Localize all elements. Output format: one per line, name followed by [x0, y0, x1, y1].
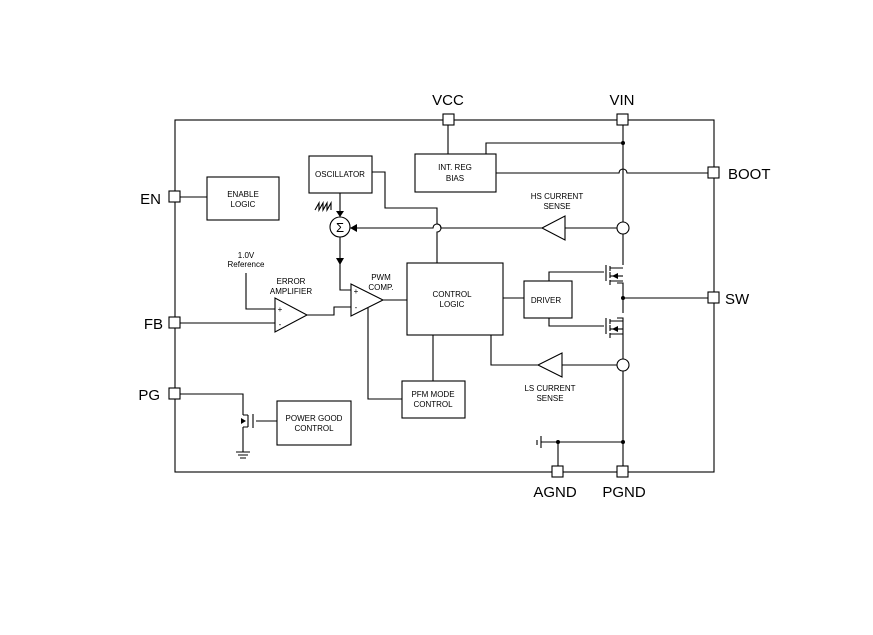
svg-text:INT. REG: INT. REG [438, 163, 472, 172]
reference-label: Reference [228, 260, 265, 269]
svg-text:CONTROL: CONTROL [432, 290, 472, 299]
svg-text:Σ: Σ [336, 220, 344, 235]
svg-text:CONTROL: CONTROL [413, 400, 453, 409]
pin-label-pgnd: PGND [602, 484, 646, 501]
pin-label-sw: SW [725, 291, 750, 308]
svg-text:DRIVER: DRIVER [531, 296, 561, 305]
hs-sense-label: HS CURRENT [531, 192, 584, 201]
reference-label: 1.0V [238, 251, 255, 260]
pfm-mode-control-block: PFM MODE CONTROL [401, 380, 466, 419]
enable-logic-block: ENABLE LOGIC [206, 176, 280, 221]
power-good-control-block: POWER GOOD CONTROL [276, 400, 352, 446]
hs-mosfet [605, 265, 623, 285]
svg-text:+: + [278, 305, 283, 314]
arrowheads [241, 141, 625, 444]
pin-boot [707, 166, 720, 179]
svg-text:-: - [355, 303, 358, 312]
pin-vin [616, 113, 629, 126]
oscillator-block: OSCILLATOR [308, 155, 373, 194]
pin-label-en: EN [140, 191, 161, 208]
svg-text:CONTROL: CONTROL [294, 424, 334, 433]
pin-label-vin: VIN [609, 92, 634, 109]
pin-label-pg: PG [138, 387, 160, 404]
svg-text:LOGIC: LOGIC [231, 200, 256, 209]
pin-label-agnd: AGND [533, 484, 577, 501]
ls-current-sense-amp [536, 352, 563, 378]
pin-pg [168, 387, 181, 400]
pin-sw [707, 291, 720, 304]
svg-text:ENABLE: ENABLE [227, 190, 259, 199]
control-logic-block: CONTROL LOGIC [406, 262, 504, 336]
hs-sense-label: SENSE [543, 202, 570, 211]
error-amplifier: + - [274, 297, 309, 333]
int-reg-bias-block: INT. REG BIAS [414, 153, 497, 193]
pin-label-boot: BOOT [728, 166, 771, 183]
pin-en [168, 190, 181, 203]
pwm-comparator: + - [350, 283, 385, 317]
svg-text:BIAS: BIAS [446, 174, 464, 183]
pins: VCC VIN BOOT EN FB PG SW AGND PGND [138, 92, 770, 501]
pwm-comp-label: COMP. [368, 283, 393, 292]
ls-sense-label: SENSE [536, 394, 563, 403]
svg-text:-: - [279, 320, 282, 329]
driver-block: DRIVER [523, 280, 573, 319]
svg-text:PFM MODE: PFM MODE [411, 390, 454, 399]
svg-text:POWER GOOD: POWER GOOD [286, 414, 343, 423]
ls-mosfet [605, 318, 623, 338]
svg-text:+: + [354, 287, 359, 296]
pin-fb [168, 316, 181, 329]
wires [175, 120, 714, 472]
pwm-comp-label: PWM [371, 273, 391, 282]
hs-current-sense-amp [540, 215, 566, 241]
hs-sense-resistor [616, 221, 630, 235]
summing-junction: Σ [329, 216, 351, 238]
pin-label-fb: FB [144, 316, 163, 333]
pin-vcc [442, 113, 455, 126]
svg-text:LOGIC: LOGIC [440, 300, 465, 309]
pin-label-vcc: VCC [432, 92, 464, 109]
error-amp-label: AMPLIFIER [270, 287, 312, 296]
pin-agnd [551, 465, 564, 478]
ls-sense-label: LS CURRENT [524, 384, 575, 393]
ls-sense-resistor [616, 358, 630, 372]
pin-pgnd [616, 465, 629, 478]
svg-text:OSCILLATOR: OSCILLATOR [315, 170, 365, 179]
error-amp-label: ERROR [277, 277, 306, 286]
